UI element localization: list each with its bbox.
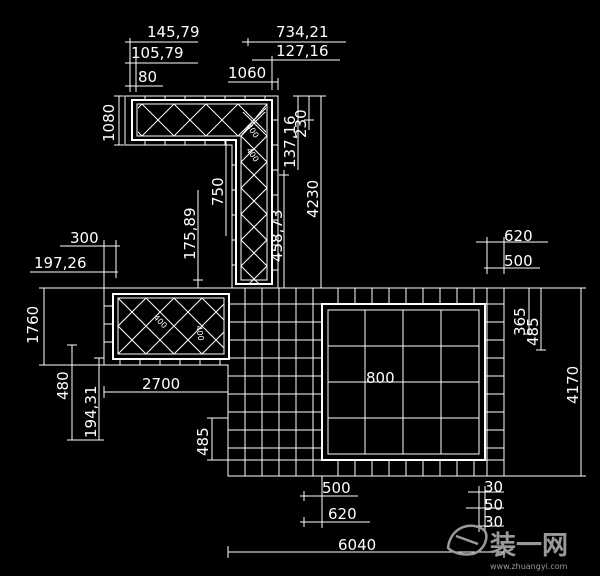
large-square-panel: 800	[321, 303, 486, 461]
dim-175-89: 175,89	[181, 208, 199, 261]
dim-1760: 1760	[24, 306, 42, 344]
dim-50: 50	[484, 496, 503, 514]
watermark: 装一网 www.zhuangyi.com	[446, 524, 568, 571]
dim-137-16: 137,16	[281, 116, 299, 169]
dim-2700: 2700	[142, 375, 180, 393]
dim-458-73: 458,73	[268, 210, 286, 263]
dim-197-26: 197,26	[34, 254, 87, 272]
dim-620-bottom: 620	[328, 505, 357, 523]
dim-620-right: 620	[504, 227, 533, 245]
dimension-labels: 145,79 105,79 80 734,21 127,16 1060 1080…	[24, 23, 582, 554]
dim-230: 230	[292, 109, 310, 138]
dim-30-top: 30	[484, 478, 503, 496]
watermark-logo-icon	[446, 524, 488, 556]
dim-105-79: 105,79	[131, 44, 184, 62]
dim-127-16: 127,16	[276, 42, 329, 60]
dim-4170: 4170	[564, 366, 582, 404]
l-shaped-counter: 400 400	[124, 95, 279, 289]
dim-6040: 6040	[338, 536, 376, 554]
tile-label-3: 400	[152, 313, 169, 330]
dim-145-79: 145,79	[147, 23, 200, 41]
dim-500-right: 500	[504, 252, 533, 270]
floor-grid	[103, 287, 505, 477]
watermark-url: www.zhuangyi.com	[490, 562, 568, 571]
dim-485-right: 485	[524, 317, 542, 346]
dim-485-left: 485	[194, 427, 212, 456]
tile-label-4: 400	[194, 325, 206, 342]
tile-label-2: 400	[244, 146, 260, 164]
dimension-lines	[30, 38, 586, 558]
dim-800: 800	[366, 369, 395, 387]
dim-500-bottom: 500	[322, 479, 351, 497]
small-tile-panel: 400 400	[112, 293, 230, 360]
dim-30-bottom: 30	[484, 513, 503, 531]
dim-480: 480	[54, 371, 72, 400]
dim-734-21: 734,21	[276, 23, 329, 41]
dim-194-31: 194,31	[82, 386, 100, 439]
dim-4230: 4230	[304, 180, 322, 218]
dim-1080: 1080	[100, 104, 118, 142]
dim-750: 750	[209, 177, 227, 206]
dim-1060: 1060	[228, 64, 266, 82]
dim-80: 80	[138, 68, 157, 86]
dim-300: 300	[70, 229, 99, 247]
dim-365: 365	[511, 307, 529, 336]
watermark-brand: 装一网	[490, 531, 568, 561]
